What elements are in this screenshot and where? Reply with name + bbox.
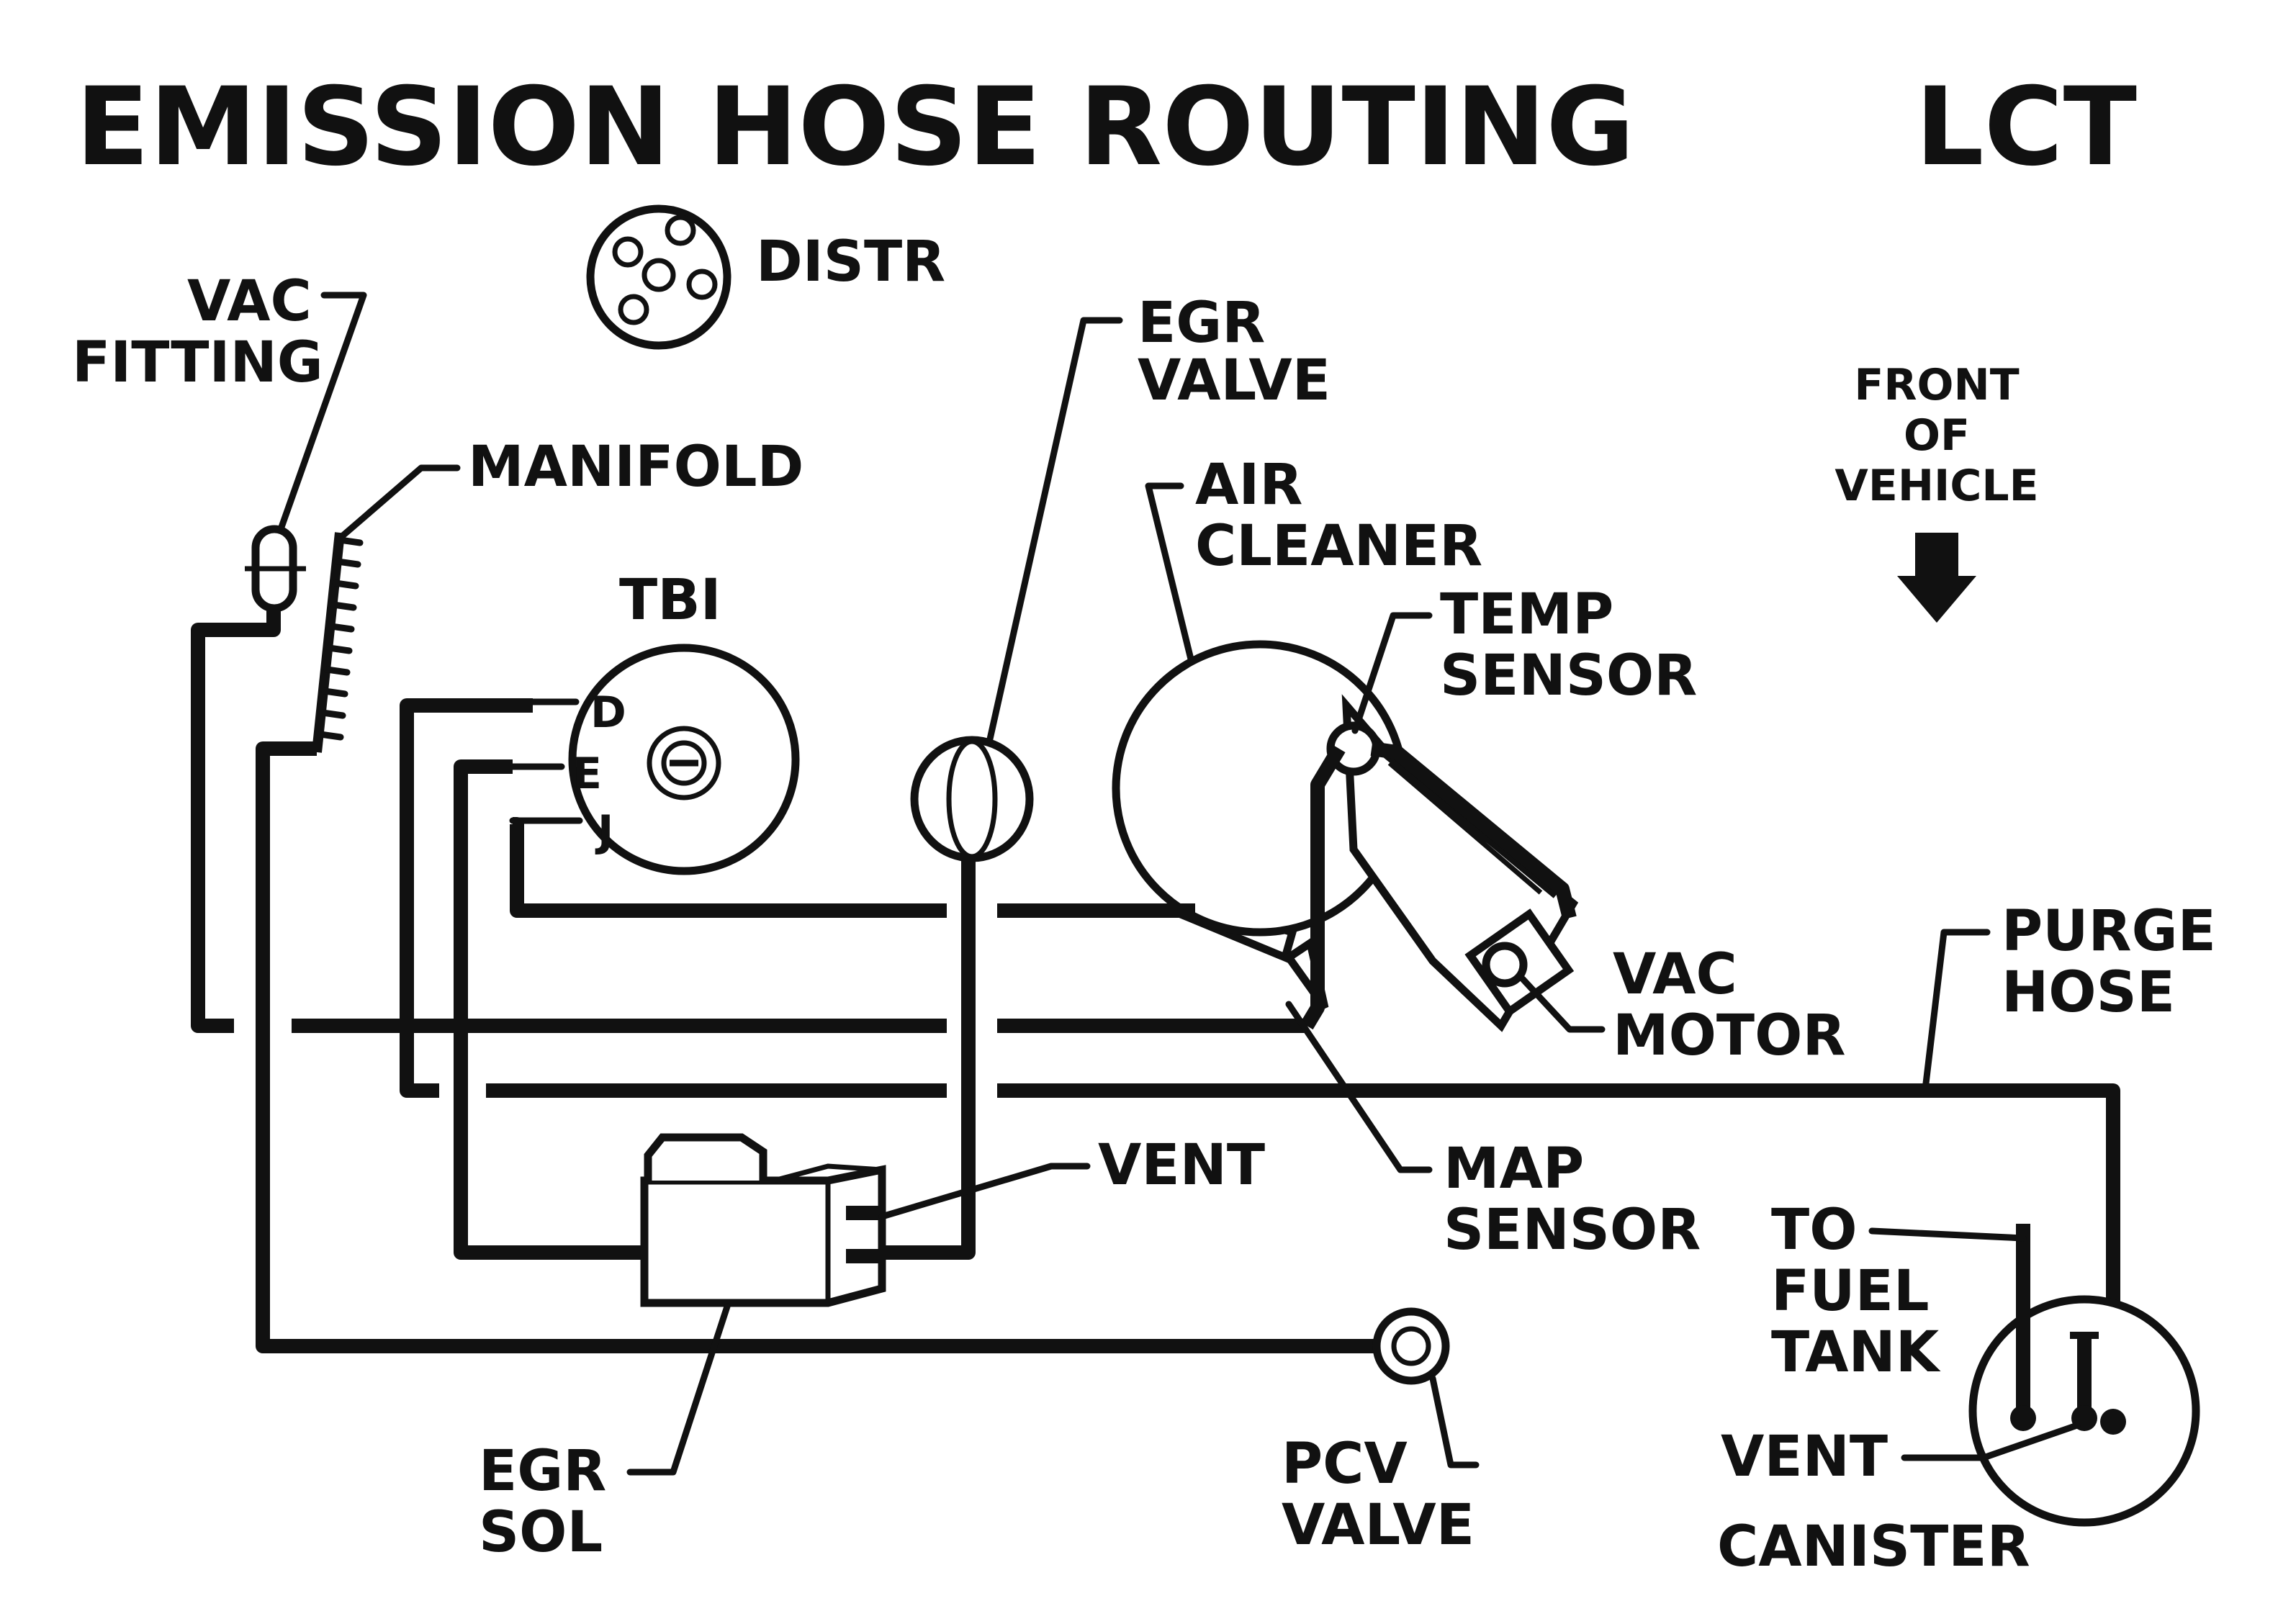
vac-motor-leader <box>1519 975 1606 1033</box>
tbi-label: TBI <box>619 568 721 633</box>
hose-manifold-pcv <box>256 741 1390 1353</box>
vent-egr-label: VENT <box>1098 1133 1265 1198</box>
diagram-title: EMISSION HOSE ROUTING <box>76 65 1634 190</box>
vent-egr-leader <box>878 1163 1091 1220</box>
manifold-label: MANIFOLD <box>468 435 803 500</box>
egr-sol-label-2: SOL <box>479 1500 603 1565</box>
pcv-valve-leader <box>1429 1375 1480 1469</box>
engine-code: LCT <box>1915 65 2137 190</box>
egr-valve-label-2: VALVE <box>1138 348 1331 413</box>
intake-manifold <box>312 532 364 753</box>
vent-canister-leader <box>1901 1422 2081 1461</box>
pcv-valve-label-1: PCV <box>1282 1432 1408 1497</box>
distributor <box>586 204 731 350</box>
purge-hose-label-2: HOSE <box>2002 960 2175 1025</box>
egr-valve-leader <box>984 317 1123 752</box>
temp-sensor-label-1: TEMP <box>1440 582 1613 647</box>
map-sensor-leader <box>1285 1001 1433 1173</box>
vent-canister-label: VENT <box>1721 1425 1888 1489</box>
egr-sol-label-1: EGR <box>479 1439 606 1504</box>
vac-fitting <box>245 525 306 613</box>
purge-hose-label-1: PURGE <box>2002 899 2216 964</box>
to-fuel-tank-label-2: FUEL <box>1771 1259 1930 1324</box>
temp-sensor-label-2: SENSOR <box>1440 644 1697 708</box>
manifold-leader <box>338 464 461 540</box>
vacuum-hoses <box>191 608 2120 1422</box>
hose-tbi-j <box>510 817 947 918</box>
purge-hose-leader <box>1922 929 1991 1087</box>
throttle-body <box>509 644 800 875</box>
hose-tbi-e <box>454 759 644 1260</box>
map-sensor-label-2: SENSOR <box>1444 1198 1701 1263</box>
vac-fitting-label-2: FITTING <box>72 330 323 395</box>
air-cleaner-label-1: AIR <box>1195 453 1302 518</box>
to-fuel-tank-label-1: TO <box>1771 1198 1858 1263</box>
vac-motor-label-2: MOTOR <box>1613 1003 1846 1068</box>
charcoal-canister <box>1968 1224 2200 1527</box>
down-arrow-icon <box>1897 533 1976 623</box>
hose-map-temp <box>1300 741 1577 1030</box>
temp-sensor-leader <box>1351 612 1433 734</box>
vac-motor-label-1: VAC <box>1613 942 1737 1007</box>
air-cleaner <box>1112 640 1579 1032</box>
egr-valve-label-1: EGR <box>1138 291 1265 356</box>
hose-vac-fitting <box>191 608 281 1033</box>
tbi-port-d: D <box>590 687 626 738</box>
hose-tbi-d <box>400 698 533 1098</box>
vac-fitting-leader <box>277 292 367 533</box>
distr-label: DISTR <box>756 230 945 294</box>
air-cleaner-label-2: CLEANER <box>1195 514 1482 579</box>
pcv-valve <box>1372 1307 1450 1385</box>
front-label-1: FRONT <box>1854 360 2019 410</box>
pcv-valve-label-2: VALVE <box>1282 1493 1475 1558</box>
tbi-port-e: E <box>572 749 602 799</box>
to-fuel-tank-leader <box>1868 1227 2027 1242</box>
to-fuel-tank-label-3: TANK <box>1771 1320 1941 1385</box>
hose-egr-sol <box>882 857 976 1260</box>
map-sensor-label-1: MAP <box>1444 1137 1584 1201</box>
egr-solenoid <box>640 1133 886 1307</box>
canister-label: CANISTER <box>1717 1515 2030 1579</box>
air-cleaner-leader <box>1145 482 1199 680</box>
egr-valve <box>910 736 1034 862</box>
front-label-3: VEHICLE <box>1834 461 2038 511</box>
tbi-port-j: J <box>595 806 613 857</box>
egr-sol-leader <box>626 1303 731 1476</box>
front-label-2: OF <box>1904 410 1970 461</box>
vac-fitting-label-1: VAC <box>187 269 312 334</box>
